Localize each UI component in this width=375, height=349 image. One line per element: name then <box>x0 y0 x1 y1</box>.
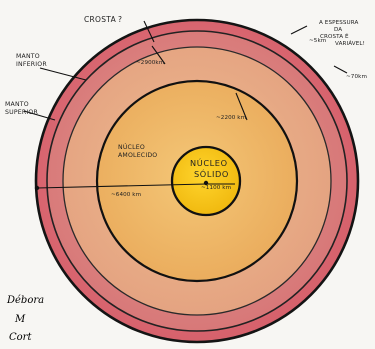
upper-mantle-label-line-1: MANTO <box>5 101 29 108</box>
crust-note-line-2 <box>334 66 347 73</box>
crust-note-line-4: VARIÁVEL! <box>335 40 365 47</box>
inner-core-radius-label: ~1100 km <box>201 185 231 191</box>
earth-cross-section <box>36 20 358 342</box>
crust-note-line-1 <box>291 26 307 34</box>
crust-note-line-2: DA <box>334 27 342 33</box>
crust-thickness-label-1: ~5km <box>309 38 326 44</box>
lower-mantle-label-line-2: INFERIOR <box>16 61 47 68</box>
surface-point-icon <box>35 186 39 190</box>
inner-core-label-line-2: SÓLIDO <box>194 168 229 179</box>
signature-line-1: Débora <box>6 295 44 306</box>
inner-core-label-line-1: NÚCLEO <box>190 157 228 168</box>
upper-mantle-label-line-2: SUPERIOR <box>5 109 38 116</box>
signature-line-2: M <box>14 314 26 325</box>
mantle-thickness-label: ~2900km <box>136 60 164 66</box>
outer-core-thickness-label: ~2200 km <box>216 115 246 121</box>
crust-label: CROSTA <box>84 15 117 24</box>
lower-mantle-label-line-1: MANTO <box>16 53 40 60</box>
crust-note-line-1: A ESPESSURA <box>319 20 358 26</box>
radius-label: ~6400 km <box>111 192 141 198</box>
signature: Débora M Cort <box>6 295 44 343</box>
crust-thickness-label-2: ~70km <box>346 74 367 80</box>
crust-question-mark: ? <box>118 15 122 24</box>
signature-line-3: Cort <box>9 332 32 343</box>
outer-core-label-line-1: NÚCLEO <box>118 142 145 151</box>
outer-core-label-line-2: AMOLECIDO <box>118 152 157 159</box>
